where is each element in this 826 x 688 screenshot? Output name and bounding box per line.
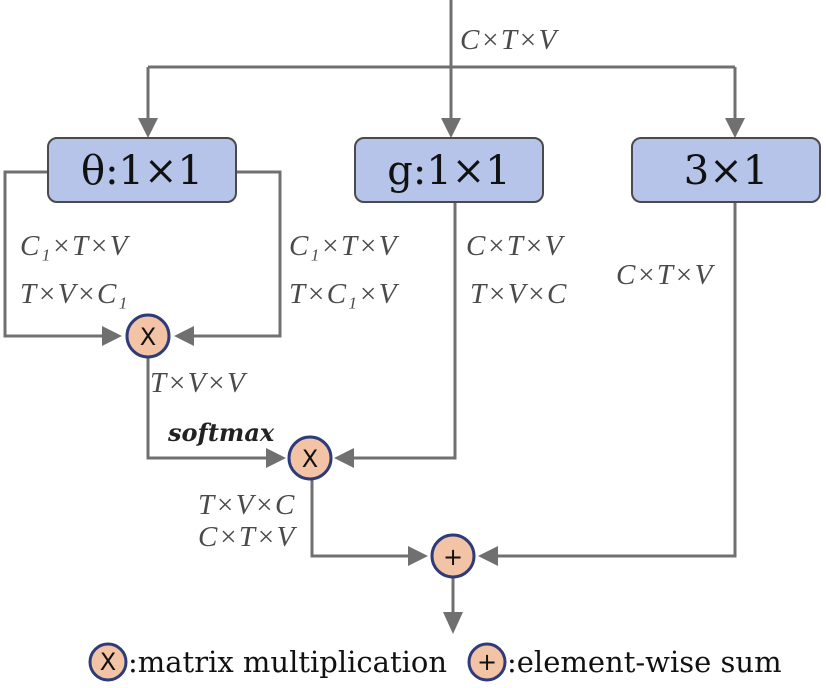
softmax-label: softmax (167, 418, 275, 447)
matmul2-output-label-2: C×T×V (198, 521, 298, 553)
matmul1-output-label: T×V×V (150, 367, 248, 399)
legend-matmul-text: :matrix multiplication (128, 645, 447, 679)
input-dim-label: C×T×V (460, 24, 560, 56)
theta-right-dim-label-2: T×C₁×V (289, 278, 400, 310)
arrowheads (102, 118, 745, 634)
arrow-output (443, 612, 463, 634)
matmul2-output-label-1: T×V×C (198, 489, 295, 521)
legend: X :matrix multiplication + :element-wise… (88, 642, 782, 682)
legend-sum-symbol: + (477, 648, 497, 676)
g-dim-label-2: T×V×C (470, 278, 567, 310)
legend-matmul-symbol: X (100, 648, 116, 676)
legend-sum-text: :element-wise sum (507, 645, 782, 679)
legend-matmul: X :matrix multiplication (88, 642, 447, 682)
arrow-into-conv (725, 118, 745, 138)
matmul1-to-matmul2 (146, 357, 268, 460)
arrow-into-theta (138, 118, 158, 138)
theta-left-dim-label-1: C₁×T×V (20, 230, 131, 262)
matmul-node-1-symbol: X (140, 323, 156, 351)
arrow-into-matmul2-left (266, 448, 286, 468)
theta-right-branch (192, 170, 282, 338)
theta-block: θ:1×1 (47, 137, 237, 203)
conv-block: 3×1 (631, 137, 821, 203)
conv-dim-label: C×T×V (616, 259, 716, 291)
theta-block-label: θ:1×1 (81, 148, 203, 194)
arrow-into-matmul1-left (102, 326, 122, 346)
theta-left-branch (3, 170, 104, 338)
arrow-into-sum-right (478, 546, 498, 566)
arrow-into-sum-left (408, 546, 428, 566)
arrow-into-g (441, 118, 461, 138)
conv-block-label: 3×1 (684, 148, 768, 194)
sum-node: + (430, 533, 476, 579)
theta-left-dim-label-2: T×V×C₁ (20, 278, 128, 310)
g-dim-label-1: C×T×V (466, 230, 566, 262)
matmul2-to-sum (310, 480, 410, 558)
matmul-node-1: X (125, 313, 171, 359)
matmul-node-2: X (287, 435, 333, 481)
g-block-label: g:1×1 (387, 148, 511, 194)
g-branch (352, 202, 457, 460)
g-block: g:1×1 (354, 137, 544, 203)
theta-right-dim-label-1: C₁×T×V (289, 230, 400, 262)
matmul-node-2-symbol: X (302, 445, 318, 473)
arrow-into-matmul1-right (174, 326, 194, 346)
arrow-into-matmul2-right (334, 448, 354, 468)
connectors (3, 0, 737, 614)
conv-branch (496, 202, 737, 558)
sum-node-symbol: + (443, 543, 463, 571)
legend-sum: + :element-wise sum (467, 642, 782, 682)
